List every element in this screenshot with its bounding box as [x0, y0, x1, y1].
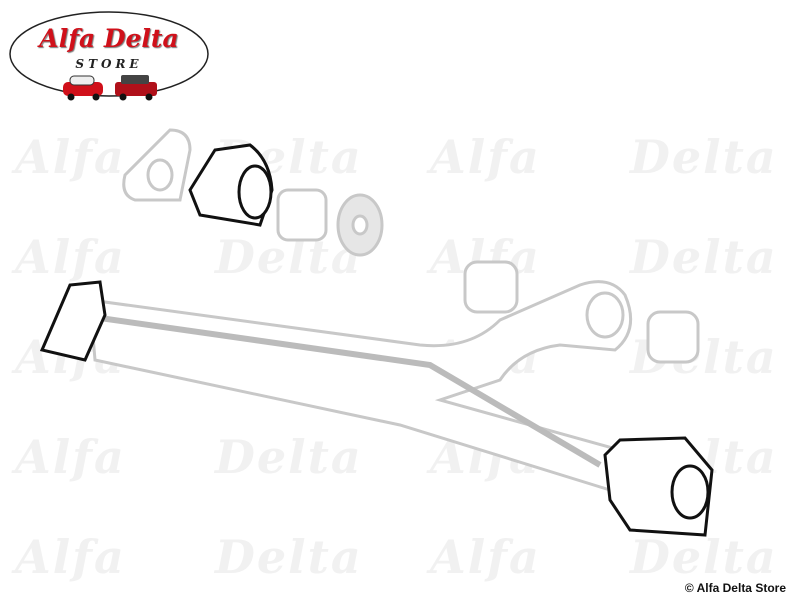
logo-oval — [9, 11, 209, 101]
watermark-text: Alfa — [430, 530, 541, 584]
bushing-housing-bore — [237, 164, 273, 220]
store-logo[interactable]: Alfa Delta STORE — [8, 10, 210, 102]
watermark-text: Delta — [215, 430, 363, 484]
watermark-text: Delta — [630, 130, 778, 184]
watermark-text: Delta — [215, 530, 363, 584]
car-icon — [115, 75, 157, 101]
rubber-bushing — [276, 188, 328, 242]
watermark-text: Delta — [630, 230, 778, 284]
trailing-arm — [88, 280, 633, 492]
watermark-text: Alfa — [15, 230, 126, 284]
rubber-bushing — [463, 260, 519, 314]
watermark-text: Alfa — [430, 130, 541, 184]
watermark-text: Delta — [630, 530, 778, 584]
car-icon — [63, 75, 103, 101]
watermark-text: Alfa — [15, 430, 126, 484]
logo-title: Alfa Delta — [39, 24, 179, 53]
bushing-housing-left — [39, 280, 107, 362]
watermark-text: Alfa — [15, 530, 126, 584]
bushing-housing-bore — [670, 464, 710, 520]
copyright-notice: © Alfa Delta Store — [684, 581, 786, 595]
washer-hole — [351, 214, 369, 236]
logo-subtitle: STORE — [75, 57, 143, 71]
mounting-plate-hole — [146, 158, 174, 192]
watermark-text: Alfa — [15, 130, 126, 184]
rubber-bushing — [646, 310, 700, 364]
